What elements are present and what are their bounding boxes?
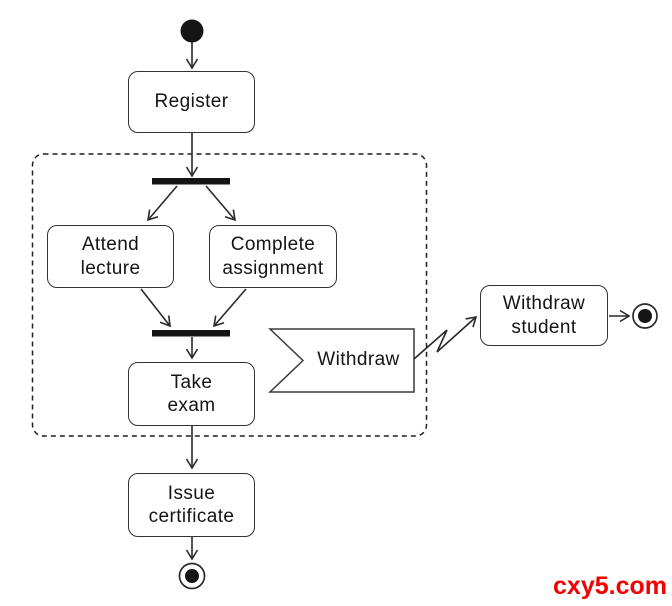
edge-attend-lecture-to-join	[140, 288, 171, 328]
final-node-withdraw-ring	[632, 303, 658, 329]
final-node-main-dot	[185, 569, 199, 583]
activity-issue-certificate: Issue certificate	[128, 473, 255, 537]
fork-bar	[152, 178, 230, 185]
initial-node	[180, 19, 204, 43]
join-bar	[152, 330, 230, 337]
edge-fork-to-complete-assignment	[205, 185, 236, 222]
final-node-main-ring	[178, 562, 206, 590]
interrupting-edge-zigzag	[413, 315, 478, 360]
activity-register: Register	[128, 71, 255, 133]
signal-receipt-withdraw-shape	[268, 328, 415, 393]
edge-fork-to-attend-lecture	[147, 185, 178, 222]
edge-complete-assignment-to-join	[212, 288, 247, 328]
activity-attend-lecture: Attend lecture	[47, 225, 174, 288]
activity-take-exam: Take exam	[128, 362, 255, 426]
signal-receipt-withdraw-label: Withdraw	[317, 349, 400, 370]
activity-withdraw-student: Withdraw student	[480, 285, 608, 346]
final-node-withdraw-dot	[638, 309, 652, 323]
activity-complete-assignment: Complete assignment	[209, 225, 337, 288]
watermark: cxy5.com	[553, 572, 667, 600]
